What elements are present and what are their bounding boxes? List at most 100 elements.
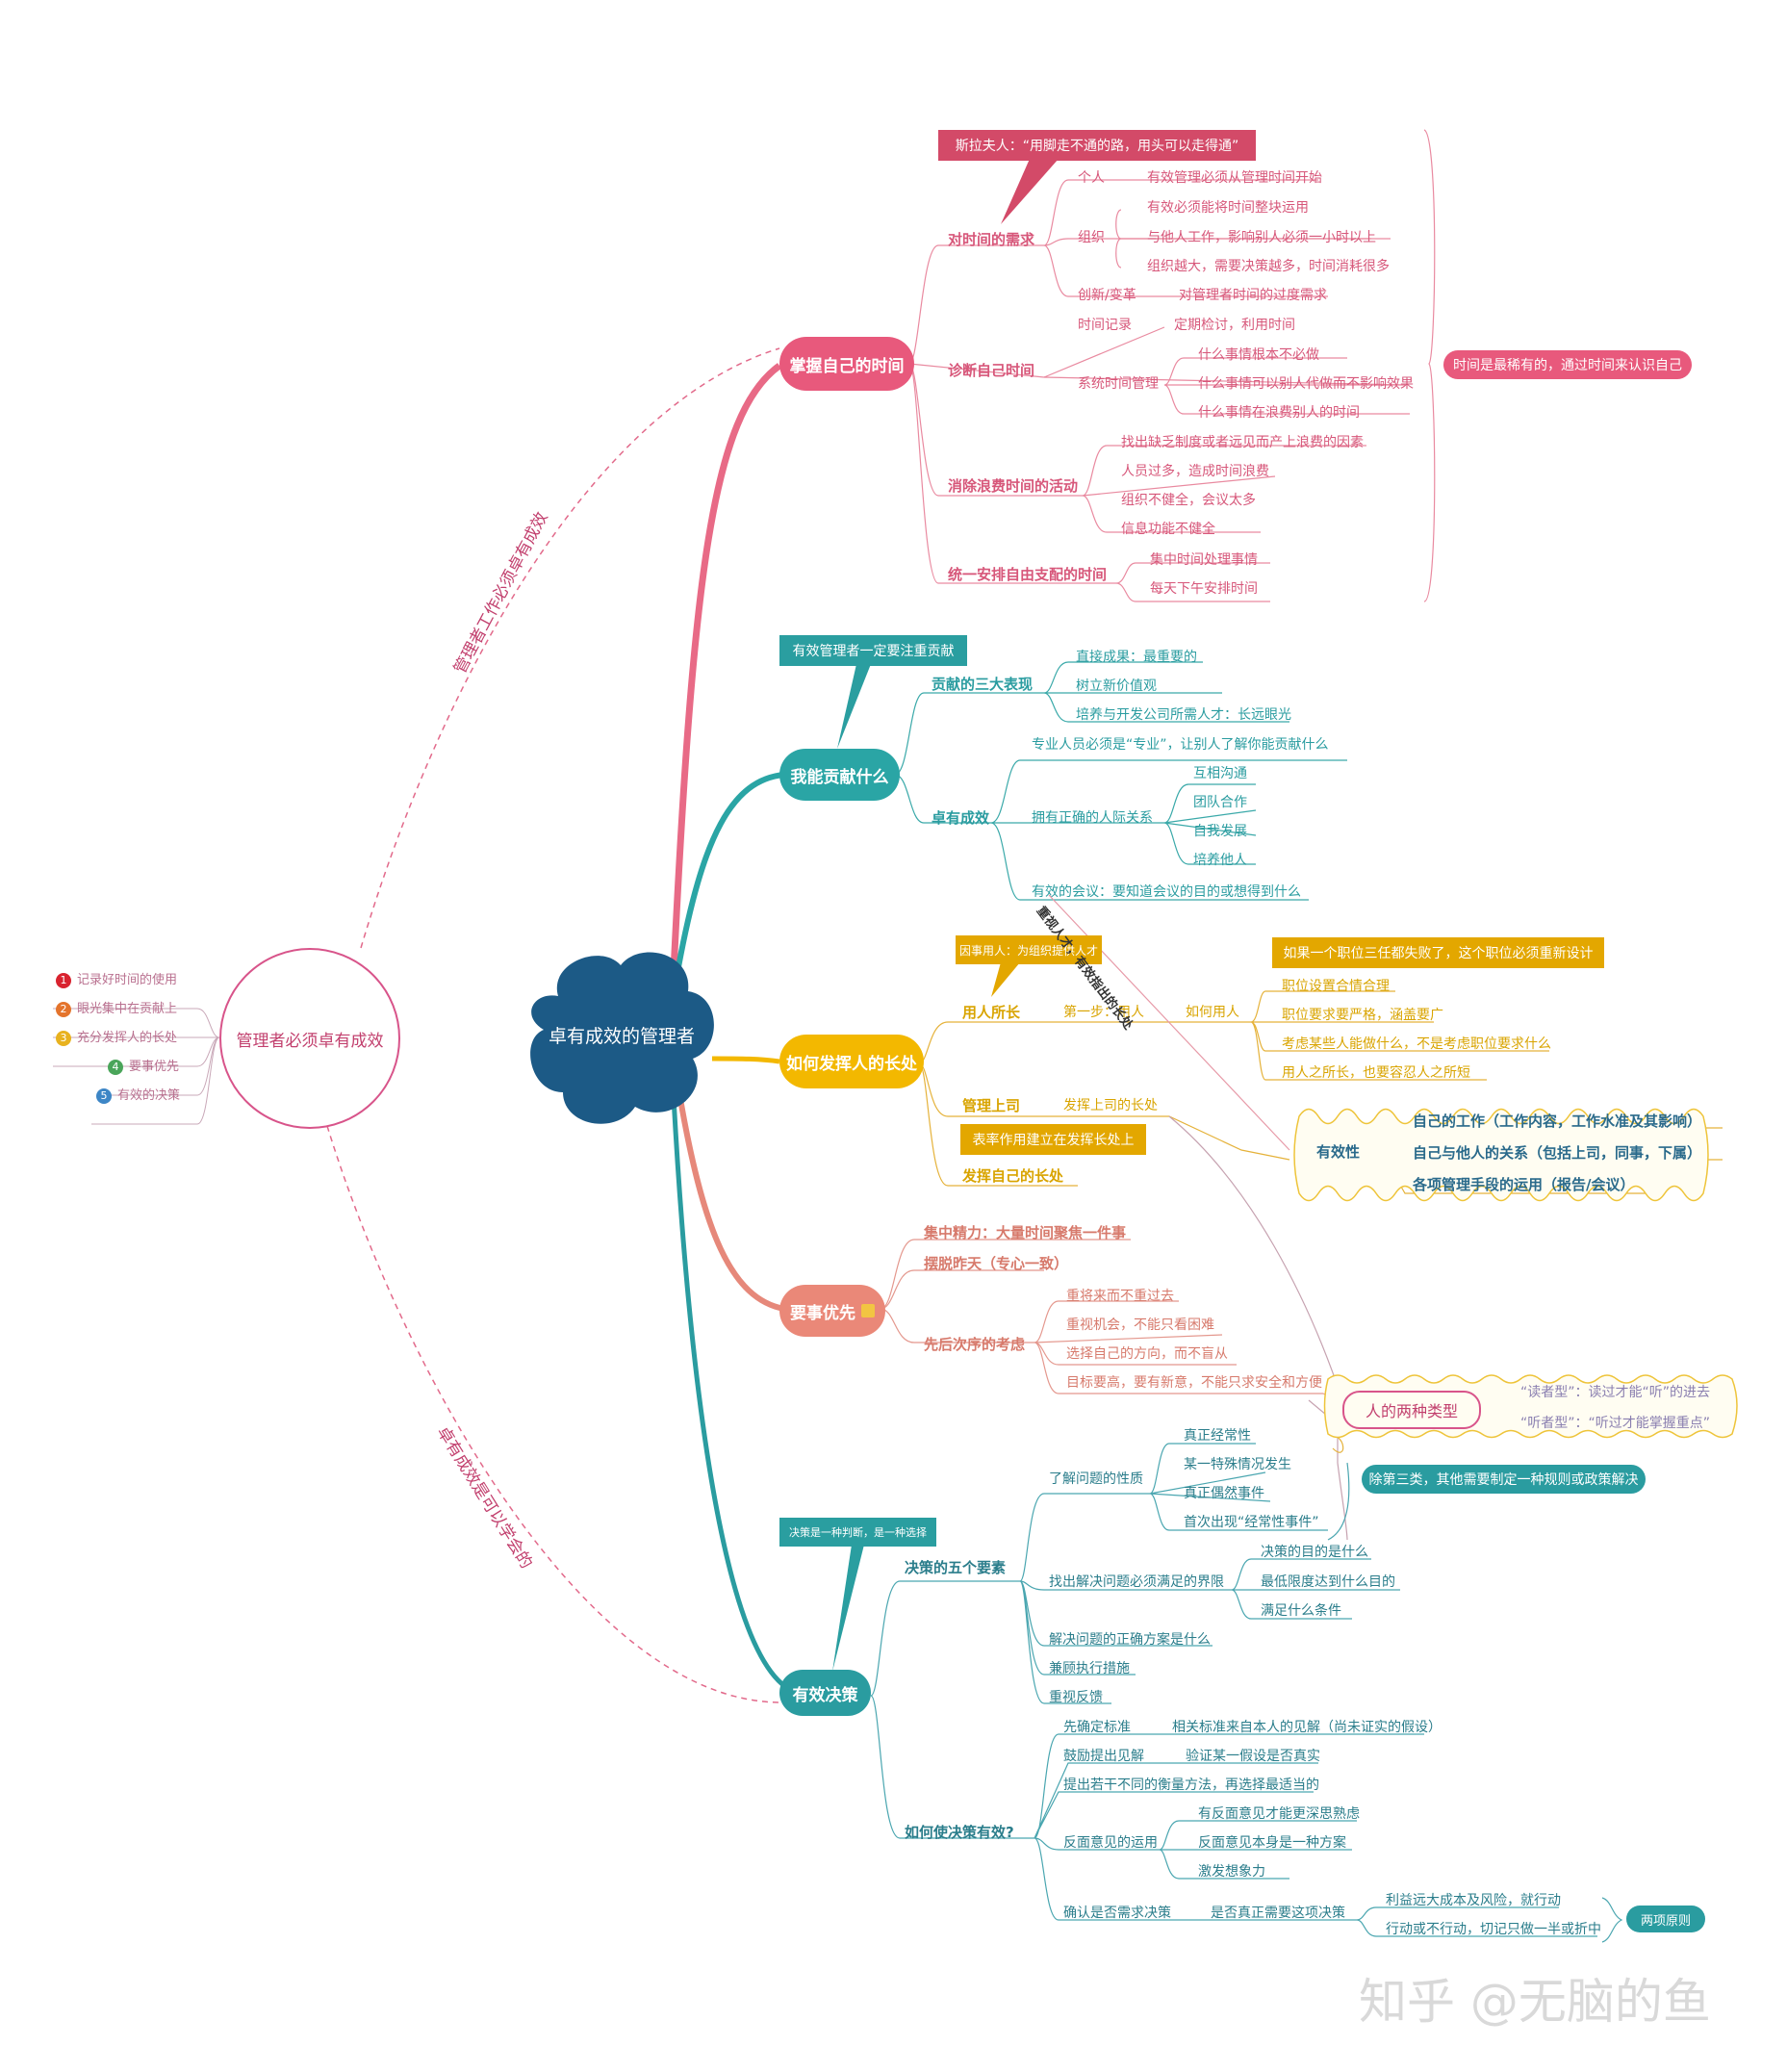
contribute-relation-item: 自我发展: [1193, 824, 1247, 839]
strength-how-item: 职位设置合情合理: [1282, 979, 1390, 994]
branch-contribute-node[interactable]: 我能贡献什么: [779, 749, 900, 801]
decision-need: 确认是否需求决策: [1063, 1906, 1171, 1921]
decision-other: 重视反馈: [1049, 1690, 1103, 1705]
time-record-value: 定期检讨，利用时间: [1174, 318, 1295, 333]
priority-yesterday[interactable]: 摆脱昨天（专心一致）: [924, 1255, 1069, 1272]
people-type-item: “听者型”：“听过才能掌握重点”: [1520, 1416, 1711, 1431]
branch-priority-node[interactable]: 要事优先: [779, 1285, 885, 1337]
contribute-three-item: 树立新价值观: [1076, 678, 1157, 694]
effectiveness-item: 自己的工作（工作内容，工作水准及其影响）: [1413, 1113, 1702, 1130]
time-need-org: 组织: [1078, 230, 1105, 245]
time-need-org-item: 与他人工作，影响别人必须一小时以上: [1147, 230, 1376, 245]
decision-dissent-item: 激发想象力: [1198, 1864, 1265, 1880]
branch-time-summary: 时间是最稀有的，通过时间来认识自己: [1443, 350, 1692, 379]
contribute-three-item: 直接成果：最重要的: [1076, 650, 1197, 665]
time-need-org-item: 有效必须能将时间整块运用: [1147, 200, 1309, 216]
strength-how-item: 用人之所长，也要容忍人之所短: [1282, 1065, 1470, 1081]
branch-strength-callout: 因事用人：为组织提供人才: [956, 935, 1102, 964]
decision-effective-label[interactable]: 如何使决策有效?: [905, 1824, 1014, 1841]
decision-nature: 了解问题的性质: [1049, 1471, 1143, 1487]
strength-use-label[interactable]: 用人所长: [962, 1004, 1021, 1021]
time-need-personal-value: 有效管理必须从管理时间开始: [1147, 170, 1322, 186]
time-need-label[interactable]: 对时间的需求: [948, 231, 1035, 248]
time-need-org-item: 组织越大，需要决策越多，时间消耗很多: [1147, 259, 1390, 274]
people-type-item: “读者型”：读过才能“听”的进去: [1520, 1385, 1711, 1400]
branch-strength-callout-redesign: 如果一个职位三任都失败了，这个职位必须重新设计: [1272, 937, 1604, 968]
time-need-innov: 创新/变革: [1078, 288, 1136, 303]
time-system: 系统时间管理: [1078, 376, 1159, 392]
contribute-effective-label[interactable]: 卓有成效: [932, 809, 990, 827]
branch-strength-node[interactable]: 如何发挥人的长处: [779, 1035, 924, 1088]
time-system-item: 什么事情在浪费别人的时间: [1198, 405, 1360, 421]
decision-bound: 找出解决问题必须满足的界限: [1049, 1574, 1224, 1590]
priority-order-item: 重将来而不重过去: [1066, 1289, 1174, 1304]
time-system-item: 什么事情可以别人代做而不影响效果: [1198, 376, 1414, 392]
priority-order-item: 目标要高，要有新意，不能只求安全和方便: [1066, 1375, 1322, 1391]
effectiveness-item: 各项管理手段的运用（报告/会议）: [1413, 1176, 1635, 1193]
strength-boss-label[interactable]: 管理上司: [962, 1097, 1021, 1114]
time-free-label[interactable]: 统一安排自由支配的时间: [948, 566, 1108, 583]
contribute-pro: 专业人员必须是“专业”，让别人了解你能贡献什么: [1032, 737, 1329, 753]
priority-focus[interactable]: 集中精力：大量时间聚焦一件事: [924, 1224, 1127, 1241]
strength-step1: 第一步：用人: [1063, 1005, 1144, 1020]
branch-time-callout: 斯拉夫人：“用脚走不通的路，用头可以走得通”: [938, 130, 1256, 161]
callout-tail: [1001, 159, 1059, 224]
decision-bound-item: 满足什么条件: [1261, 1603, 1341, 1619]
contribute-relation-item: 互相沟通: [1193, 766, 1247, 781]
decision-elements-label[interactable]: 决策的五个要素: [905, 1559, 1007, 1576]
flag-icon: [861, 1304, 875, 1317]
decision-bound-item: 决策的目的是什么: [1261, 1545, 1368, 1560]
decision-bound-item: 最低限度达到什么目的: [1261, 1574, 1395, 1590]
decision-need-value: 是否真正需要这项决策: [1211, 1906, 1345, 1921]
time-system-item: 什么事情根本不必做: [1198, 347, 1319, 363]
watermark: 知乎 @无脑的鱼: [1359, 1974, 1711, 2030]
decision-nature-item: 真正经常性: [1184, 1428, 1251, 1444]
time-waste-item: 信息功能不健全: [1121, 522, 1215, 537]
priority-order-item: 重视机会，不能只看困难: [1066, 1317, 1214, 1333]
time-waste-item: 组织不健全，会议太多: [1121, 493, 1256, 508]
decision-dissent-item: 反面意见本身是一种方案: [1198, 1835, 1346, 1851]
strength-self-label[interactable]: 发挥自己的长处: [962, 1167, 1064, 1185]
effectiveness-label[interactable]: 有效性: [1316, 1143, 1361, 1161]
branch-decision-node[interactable]: 有效决策: [779, 1670, 871, 1716]
branch-strength-callout-example: 表率作用建立在发挥长处上: [960, 1124, 1146, 1155]
decision-other: 兼顾执行措施: [1049, 1661, 1130, 1676]
branch-priority-label: 要事优先: [790, 1303, 855, 1323]
callout-tail: [991, 962, 1020, 997]
decision-rule-note: 除第三类，其他需要制定一种规则或政策解决: [1362, 1465, 1646, 1494]
effectiveness-item: 自己与他人的关系（包括上司，同事，下属）: [1413, 1144, 1702, 1162]
contribute-meeting: 有效的会议：要知道会议的目的或想得到什么: [1032, 884, 1301, 900]
center-cloud: [530, 952, 714, 1124]
decision-nature-item: 真正偶然事件: [1184, 1486, 1264, 1501]
left-root-node[interactable]: 管理者必须卓有成效: [219, 948, 400, 1129]
callout-tail: [832, 1545, 864, 1672]
contribute-three-label[interactable]: 贡献的三大表现: [932, 676, 1034, 693]
time-need-personal: 个人: [1078, 170, 1105, 186]
center-title: 卓有成效的管理者: [549, 1026, 696, 1047]
decision-nature-item: 某一特殊情况发生: [1184, 1457, 1291, 1472]
branch-decision-callout: 决策是一种判断，是一种选择: [779, 1518, 936, 1547]
branch-contribute-callout: 有效管理者一定要注重贡献: [779, 635, 967, 666]
strength-how-item: 考虑某些人能做什么，不是考虑职位要求什么: [1282, 1036, 1551, 1052]
time-free-item: 集中时间处理事情: [1150, 552, 1258, 568]
time-diagnose-label[interactable]: 诊断自己时间: [948, 362, 1035, 379]
decision-nature-item: 首次出现“经常性事件”: [1184, 1515, 1319, 1530]
contribute-three-item: 培养与开发公司所需人才：长远眼光: [1076, 707, 1291, 723]
time-waste-item: 人员过多，造成时间浪费: [1121, 464, 1269, 479]
time-waste-label[interactable]: 消除浪费时间的活动: [948, 477, 1079, 495]
priority-order-label[interactable]: 先后次序的考虑: [924, 1336, 1026, 1353]
strength-how: 如何用人: [1186, 1005, 1239, 1020]
strength-boss-value: 发挥上司的长处: [1063, 1098, 1158, 1113]
two-principles-badge: 两项原则: [1626, 1906, 1705, 1932]
decision-standard: 先确定标准: [1063, 1720, 1131, 1735]
people-types-node[interactable]: 人的两种类型: [1342, 1391, 1481, 1429]
contribute-relation: 拥有正确的人际关系: [1032, 810, 1153, 826]
decision-measures: 提出若干不同的衡量方法，再选择最适当的: [1063, 1778, 1319, 1793]
branch-time-node[interactable]: 掌握自己的时间: [779, 337, 914, 391]
left-root-label: 管理者必须卓有成效: [236, 1031, 384, 1051]
